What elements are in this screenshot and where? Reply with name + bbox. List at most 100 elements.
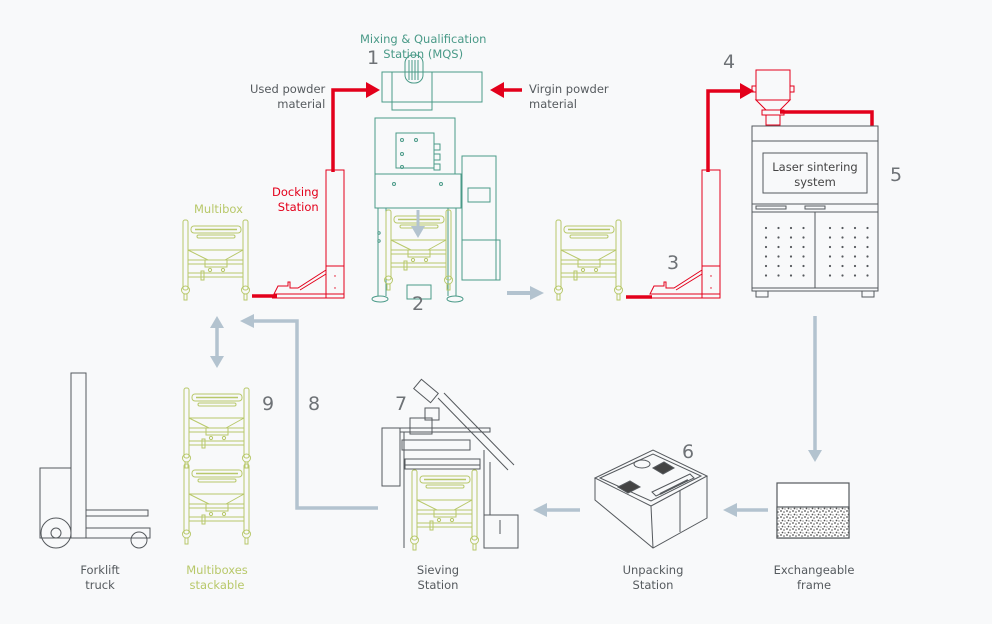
vent-dot: [802, 264, 805, 268]
docking-station-3: [647, 169, 721, 299]
docking-station-label: Docking Station: [272, 185, 319, 215]
vent-dot: [789, 236, 793, 239]
multiboxes-line2: stackable: [189, 578, 245, 592]
vent-dot: [866, 274, 869, 277]
vent-dot: [853, 226, 857, 230]
step-number-8: 8: [308, 393, 321, 415]
forklift-truck: [39, 372, 151, 549]
multiboxes-line1: Multiboxes: [186, 563, 248, 577]
multibox-step-3: [553, 219, 624, 301]
unpacking-line1: Unpacking: [622, 563, 684, 577]
virgin-powder-line1: Virgin powder: [529, 82, 609, 96]
laser-display-panel: [762, 152, 868, 194]
multibox-in-sieving: [409, 469, 480, 551]
vent-dot: [789, 274, 793, 277]
unpacking-station: [593, 449, 709, 549]
ventilation-dots: [764, 226, 869, 277]
vent-dot: [853, 245, 857, 249]
sieving-station-label: Sieving Station: [408, 563, 468, 593]
vent-dot: [853, 236, 857, 239]
vent-dot: [789, 255, 793, 258]
vent-dot: [764, 255, 768, 258]
vent-dot: [866, 245, 869, 249]
vent-dot: [828, 264, 832, 268]
vent-dot: [802, 274, 805, 277]
vent-dot: [841, 264, 844, 268]
virgin-powder-flow: [490, 82, 522, 98]
forklift-line2: truck: [85, 578, 115, 592]
vent-dot: [777, 264, 780, 268]
transport-arrow-to-frame: [808, 316, 822, 462]
unpacking-line2: Station: [632, 578, 674, 592]
used-powder-label: Used powder material: [250, 82, 325, 112]
vent-dot: [764, 264, 768, 268]
conveying-to-hopper-flow: [706, 83, 874, 172]
vent-dot: [777, 255, 780, 258]
vent-dot: [802, 226, 805, 230]
vent-dot: [828, 255, 832, 258]
frame-line2: frame: [796, 578, 832, 592]
vent-dot: [828, 236, 832, 239]
frame-line1: Exchangeable: [773, 563, 855, 577]
vent-dot: [866, 236, 869, 239]
vent-dot: [777, 236, 780, 239]
vent-dot: [841, 236, 844, 239]
vent-dot: [802, 245, 805, 249]
vent-dot: [789, 264, 793, 268]
hopper: [751, 69, 795, 126]
forklift-label: Forklift truck: [70, 563, 130, 593]
vent-dot: [841, 274, 844, 277]
step-number-5: 5: [890, 164, 903, 186]
multibox-label: Multibox: [194, 202, 243, 216]
virgin-powder-line2: material: [529, 97, 577, 111]
mqs-title: Mixing & Qualification Station (MQS): [360, 32, 486, 62]
sieving-line2: Station: [417, 578, 459, 592]
used-powder-flow: [331, 82, 380, 172]
vent-dot: [777, 245, 780, 249]
stack-double-arrow: [210, 316, 224, 368]
vent-dot: [777, 226, 780, 230]
return-arrow-8: [240, 314, 378, 510]
used-powder-line1: Used powder: [250, 82, 326, 96]
vent-dot: [866, 226, 869, 230]
vent-dot: [853, 264, 857, 268]
virgin-powder-label: Virgin powder material: [529, 82, 609, 112]
transport-arrow-to-unpacking: [723, 503, 768, 517]
mqs-title-line1: Mixing & Qualification: [360, 32, 487, 46]
arrow-right-icon: [740, 83, 754, 99]
docking-line2: Station: [277, 200, 319, 214]
step-number-7: 7: [395, 393, 408, 415]
used-powder-line2: material: [277, 97, 326, 111]
docking-line1: Docking: [272, 185, 319, 199]
transport-arrow-to-step3: [507, 286, 544, 300]
laser-sintering-label: Laser sintering system: [768, 160, 862, 190]
vent-dot: [853, 255, 857, 258]
multiboxes-stackable-label: Multiboxes stackable: [180, 563, 254, 593]
vent-dot: [828, 274, 832, 277]
step-number-6: 6: [682, 441, 695, 463]
vent-dot: [789, 245, 793, 249]
step-number-4: 4: [723, 51, 736, 73]
arrow-left-icon: [490, 82, 504, 98]
vent-dot: [828, 245, 832, 249]
multibox-stack-bottom: [181, 463, 252, 545]
unpacking-station-label: Unpacking Station: [618, 563, 688, 593]
vent-dot: [764, 226, 768, 230]
mixing-qualification-station: [371, 54, 501, 303]
vent-dot: [777, 274, 780, 277]
vent-dot: [866, 255, 869, 258]
laser-sintering-system: [751, 125, 879, 298]
vent-dot: [866, 264, 869, 268]
vent-dot: [764, 245, 768, 249]
sieving-station: [381, 378, 519, 549]
step-number-2: 2: [412, 293, 425, 315]
vent-dot: [841, 226, 844, 230]
mqs-title-line2: Station (MQS): [383, 47, 464, 61]
arrow-right-icon: [366, 82, 380, 98]
forklift-line1: Forklift: [80, 563, 120, 577]
transport-arrow-to-sieving: [533, 503, 580, 517]
step-number-9: 9: [262, 393, 275, 415]
multibox-stack-top: [181, 387, 252, 469]
laser-line2: system: [794, 175, 836, 189]
